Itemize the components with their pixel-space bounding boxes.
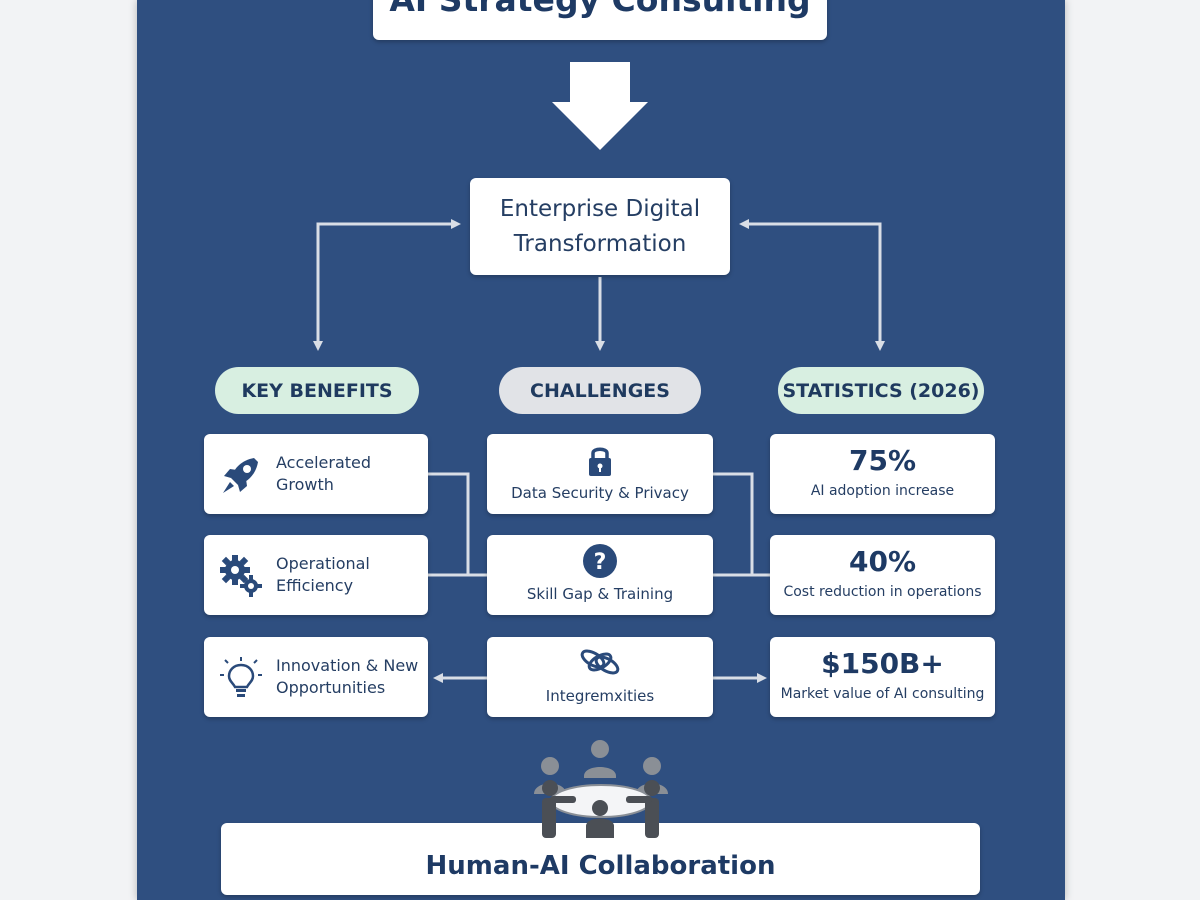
stat-card-adoption: 75% AI adoption increase: [770, 434, 995, 514]
benefit-card-innovation: Innovation & New Opportunities: [204, 637, 428, 717]
svg-text:?: ?: [594, 550, 607, 575]
rocket-icon: [223, 458, 258, 493]
stat-label: Market value of AI consulting: [780, 686, 985, 702]
center-node: Enterprise Digital Transformation: [470, 178, 730, 275]
gears-icon: [220, 555, 262, 597]
lock-icon: [589, 447, 611, 476]
challenges-header: CHALLENGES: [499, 367, 701, 414]
stat-value: 75%: [848, 444, 917, 477]
benefit-label: Innovation & New Opportunities: [276, 656, 419, 697]
challenge-label: Integremxities: [545, 687, 655, 705]
stat-value: 40%: [848, 545, 917, 578]
stat-label: AI adoption increase: [810, 483, 955, 499]
stat-value: $150B+: [821, 647, 944, 680]
statistics-header: STATISTICS (2026): [778, 367, 984, 414]
challenge-card-security: Data Security & Privacy: [487, 434, 713, 514]
title-box: AI Strategy Consulting: [373, 0, 827, 40]
benefit-card-efficiency: Operational Efficiency: [204, 535, 428, 615]
benefits-header: KEY BENEFITS: [215, 367, 419, 414]
diagram-title: AI Strategy Consulting: [373, 0, 827, 22]
challenge-label: Data Security & Privacy: [511, 484, 689, 502]
stat-card-market: $150B+ Market value of AI consulting: [770, 637, 995, 717]
center-node-label: Enterprise Digital Transformation: [499, 195, 701, 257]
stat-label: Cost reduction in operations: [783, 584, 982, 600]
benefit-label: Accelerated Growth: [276, 453, 372, 494]
stat-card-cost: 40% Cost reduction in operations: [770, 535, 995, 615]
challenge-label: Skill Gap & Training: [526, 585, 674, 603]
benefit-card-growth: Accelerated Growth: [204, 434, 428, 514]
question-icon: ?: [583, 544, 617, 578]
challenge-card-skills: ? Skill Gap & Training: [487, 535, 713, 615]
link-icon: [580, 649, 620, 675]
lightbulb-icon: [220, 657, 262, 697]
challenge-card-integration: Integremxities: [487, 637, 713, 717]
team-meeting-icon: [534, 740, 668, 838]
benefit-label: Operational Efficiency: [276, 554, 370, 595]
footer-label: Human-AI Collaboration: [425, 851, 776, 881]
